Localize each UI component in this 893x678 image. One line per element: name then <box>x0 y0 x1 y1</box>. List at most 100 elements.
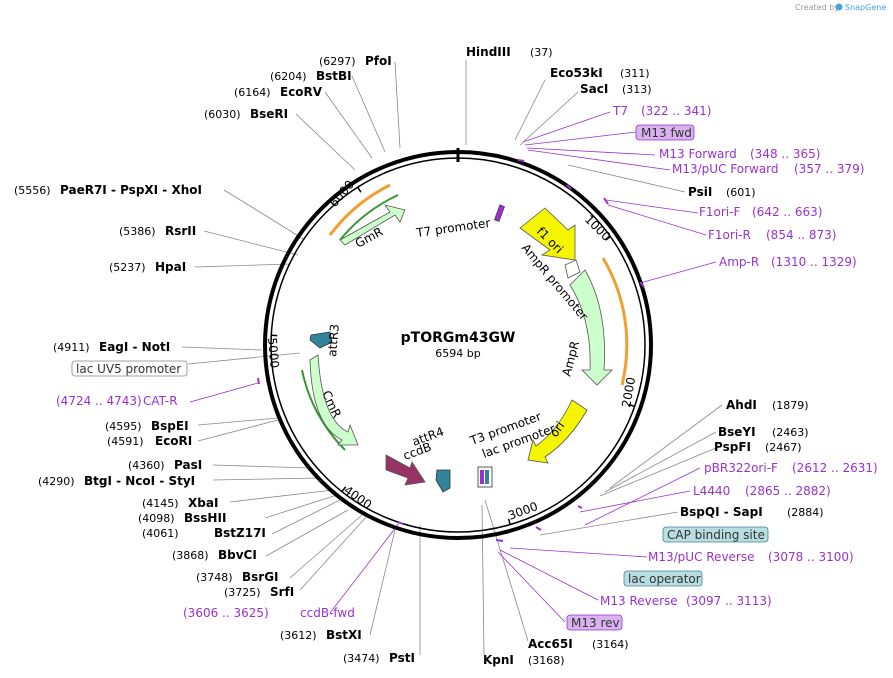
primer-name[interactable]: pBR322ori-F <box>704 461 778 475</box>
site-name[interactable]: PfoI <box>365 54 392 68</box>
primer-name[interactable]: M13 Reverse <box>600 594 678 608</box>
primer-name[interactable]: ccdB-fwd <box>300 606 355 620</box>
site-name[interactable]: PsiI <box>688 185 712 199</box>
primer-range: (357 .. 379) <box>794 162 864 176</box>
primers: T7 (322 .. 341) M13 Forward (348 .. 365)… <box>56 104 878 620</box>
primer-name[interactable]: CAT-R <box>143 394 178 408</box>
m13-rev-box[interactable] <box>566 614 623 631</box>
site-name[interactable]: Acc65I <box>528 637 573 651</box>
site-pos: (5556) <box>14 184 51 197</box>
lac-uv5-promoter-box[interactable] <box>71 360 188 377</box>
site-name[interactable]: BtgI - NcoI - StyI <box>84 474 195 488</box>
plasmid-name: pTORGm43GW <box>401 330 516 346</box>
site-name[interactable]: XbaI <box>188 496 218 510</box>
site-name[interactable]: SacI <box>580 82 608 96</box>
site-name[interactable]: KpnI <box>483 653 514 667</box>
site-pos: (3168) <box>528 654 565 667</box>
site-name[interactable]: EcoRV <box>280 85 323 99</box>
site-name[interactable]: BssHII <box>184 511 226 525</box>
site-name[interactable]: BstZ17I <box>214 526 266 540</box>
tick-mark <box>507 518 511 525</box>
tick-label: 2000 <box>619 376 638 409</box>
tick-label: 1000 <box>582 212 613 243</box>
restriction-sites: HindIII (37) Eco53kI (311) SacI (313) Ps… <box>14 45 824 667</box>
site-name[interactable]: BstBI <box>316 69 352 83</box>
site-name[interactable]: BbvCI <box>218 548 257 562</box>
credit-brand: SnapGene <box>845 3 886 12</box>
site-name[interactable]: PstI <box>389 651 415 665</box>
site-name[interactable]: HindIII <box>466 45 511 59</box>
site-pos: (3474) <box>343 652 380 665</box>
site-pos: (2467) <box>765 441 802 454</box>
site-name[interactable]: BspQI - SapI <box>680 505 763 519</box>
primer-range: (642 .. 663) <box>752 205 822 219</box>
primer-range: (3078 .. 3100) <box>768 550 854 564</box>
t3-promoter-mark <box>480 470 484 484</box>
site-name[interactable]: BsrGI <box>242 570 279 584</box>
lac-uv5-promoter-label: lac UV5 promoter <box>76 362 181 376</box>
site-name[interactable]: BseYI <box>718 425 756 439</box>
gmr-arrow <box>339 204 406 246</box>
primer-name[interactable]: Amp-R <box>719 255 759 269</box>
cmr-arrow <box>309 354 359 446</box>
site-pos: (3868) <box>172 549 209 562</box>
lac-operator-label: lac operator <box>628 572 701 586</box>
site-name[interactable]: HpaI <box>155 260 186 274</box>
site-name[interactable]: EcoRI <box>155 434 192 448</box>
primer-name[interactable]: M13/pUC Forward <box>672 162 779 176</box>
gmr-orf-arc <box>328 183 391 236</box>
site-pos: (4360) <box>128 459 165 472</box>
site-pos: (4061) <box>142 527 179 540</box>
site-pos: (37) <box>530 46 553 59</box>
primer-name[interactable]: F1ori-R <box>708 228 751 242</box>
site-pos: (4595) <box>105 420 142 433</box>
site-pos: (5237) <box>109 261 146 274</box>
primer-range: (348 .. 365) <box>750 147 820 161</box>
ori-arrow <box>527 399 588 464</box>
site-name[interactable]: EagI - NotI <box>99 340 170 354</box>
primer-leader-lines <box>189 111 717 623</box>
site-pos: (6297) <box>319 55 356 68</box>
primer-range: (4724 .. 4743) <box>56 394 142 408</box>
primer-name[interactable]: F1ori-F <box>699 205 740 219</box>
attr4-arrow <box>435 469 451 493</box>
primer-name[interactable]: M13/pUC Reverse <box>648 550 755 564</box>
site-name[interactable]: BseRI <box>250 107 288 121</box>
site-leader-lines <box>181 60 723 656</box>
site-name[interactable]: RsrII <box>165 224 196 238</box>
site-pos: (6164) <box>234 86 271 99</box>
site-pos: (2463) <box>772 426 809 439</box>
primer-range: (322 .. 341) <box>641 104 711 118</box>
primer-range: (2865 .. 2882) <box>745 484 831 498</box>
site-name[interactable]: BstXI <box>326 628 362 642</box>
t7-promoter-label: T7 promoter <box>414 216 491 240</box>
tick-mark <box>628 403 635 408</box>
m13-fwd-box[interactable] <box>635 124 695 141</box>
tick-mark <box>341 486 347 493</box>
tick-mark <box>357 186 362 193</box>
site-name[interactable]: BspEI <box>151 419 189 433</box>
lac-operator-box[interactable] <box>623 570 703 587</box>
primer-marks <box>257 159 645 542</box>
site-pos: (2884) <box>787 506 824 519</box>
site-name[interactable]: AhdI <box>726 398 757 412</box>
primer-name[interactable]: T7 <box>612 104 628 118</box>
ampr-promoter-arrow <box>564 259 581 279</box>
m13-fwd-label: M13 fwd <box>641 126 692 140</box>
site-name[interactable]: PaeR7I - PspXI - XhoI <box>60 183 202 197</box>
primer-range: (2612 .. 2631) <box>792 461 878 475</box>
site-name[interactable]: PasI <box>174 458 202 472</box>
cap-binding-site-box[interactable] <box>662 526 769 543</box>
plasmid-size: 6594 bp <box>435 347 480 360</box>
site-pos: (313) <box>622 83 652 96</box>
primer-name[interactable]: M13 Forward <box>659 147 737 161</box>
site-name[interactable]: Eco53kI <box>550 66 603 80</box>
primer-name[interactable]: L4440 <box>693 484 730 498</box>
snapgene-logo-icon <box>835 3 843 11</box>
ccdb-arrow <box>385 454 426 486</box>
gmr-orf-inner <box>339 194 399 241</box>
site-pos: (3748) <box>196 571 233 584</box>
site-name[interactable]: PspFI <box>714 440 751 454</box>
site-name[interactable]: SrfI <box>270 585 294 599</box>
